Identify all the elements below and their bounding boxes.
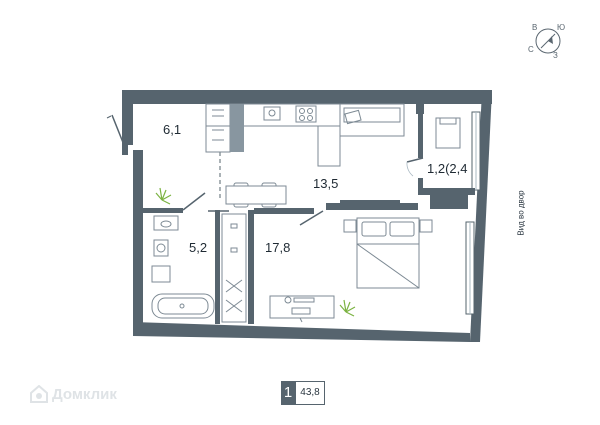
stove-icon: [295, 105, 317, 123]
desk: [269, 295, 335, 323]
balcony-walls: [418, 114, 475, 209]
room-area-balcony: 1,2(2,4: [427, 161, 468, 176]
room-area-hall: 6,1: [163, 122, 182, 137]
window-right-lower: [465, 221, 475, 315]
rooms-count-badge: 1: [281, 381, 295, 405]
window-right-upper: [471, 111, 481, 191]
compass-icon: [535, 28, 561, 54]
compass-north-label: С: [528, 45, 534, 54]
balcony-chair: [435, 117, 461, 149]
bathroom-fixtures: [151, 215, 215, 319]
sink-icon: [263, 106, 281, 121]
compass-east-label: В: [532, 23, 538, 32]
room-area-bedroom: 17,8: [265, 240, 291, 255]
domclick-watermark: Домклик: [30, 385, 117, 403]
total-area-badge: 43,8: [295, 381, 325, 405]
room-area-bathroom: 5,2: [189, 240, 208, 255]
plant-icon-hall: [155, 187, 172, 205]
wardrobe: [221, 213, 247, 323]
bathroom-walls: [143, 208, 254, 324]
house-logo-icon: [30, 385, 48, 403]
bed: [343, 217, 433, 289]
compass-south-label: Ю: [557, 23, 566, 32]
entrance-door: [106, 114, 125, 146]
bedroom-walls: [254, 200, 418, 214]
plant-icon-bedroom: [339, 299, 356, 317]
fridge-snowflake-icon: ❄: [250, 135, 258, 146]
view-direction-label: Вид во двор: [516, 190, 526, 236]
dining-table: [225, 182, 287, 208]
sofa: [339, 103, 405, 137]
outer-walls: [122, 90, 492, 342]
room-area-kitchen-living: 13,5: [313, 176, 339, 191]
compass-west-label: З: [553, 51, 558, 60]
watermark-text: Домклик: [52, 385, 117, 403]
